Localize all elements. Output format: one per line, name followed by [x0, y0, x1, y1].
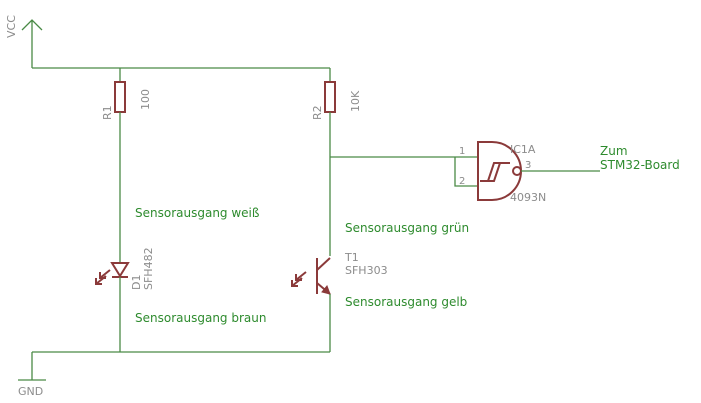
r1-resistor — [114, 81, 126, 113]
signal-wire-pin2 — [454, 157, 478, 187]
gnd-label: GND — [18, 385, 43, 398]
vcc-symbol: VCC — [5, 15, 43, 68]
note-sensor-yellow: Sensorausgang gelb — [345, 295, 467, 309]
t1-phototransistor — [291, 257, 331, 295]
note-sensor-green: Sensorausgang grün — [345, 221, 469, 235]
ic1a-pin3: 3 — [525, 160, 531, 171]
note-sensor-brown: Sensorausgang braun — [135, 311, 266, 325]
vcc-label: VCC — [5, 15, 18, 38]
d1-name: D1 — [130, 275, 143, 290]
output-note-line2: STM32-Board — [600, 158, 680, 172]
r2-value: 10K — [349, 90, 362, 112]
output-note-line1: Zum — [600, 144, 628, 158]
ic1a-nand-gate — [477, 141, 522, 201]
d1-led — [95, 262, 130, 285]
r1-value: 100 — [139, 89, 152, 110]
ic1a-value: 4093N — [510, 191, 546, 204]
r2-resistor — [324, 81, 336, 113]
note-sensor-white: Sensorausgang weiß — [135, 206, 260, 220]
t1-name: T1 — [344, 251, 359, 264]
gnd-symbol: GND — [18, 352, 46, 398]
d1-value: SFH482 — [142, 247, 155, 290]
r1-name: R1 — [101, 105, 114, 120]
t1-value: SFH303 — [345, 264, 388, 277]
r2-name: R2 — [311, 105, 324, 120]
ic1a-pin2: 2 — [459, 176, 465, 187]
ic1a-name: IC1A — [510, 143, 536, 156]
ic1a-pin1: 1 — [459, 146, 465, 157]
